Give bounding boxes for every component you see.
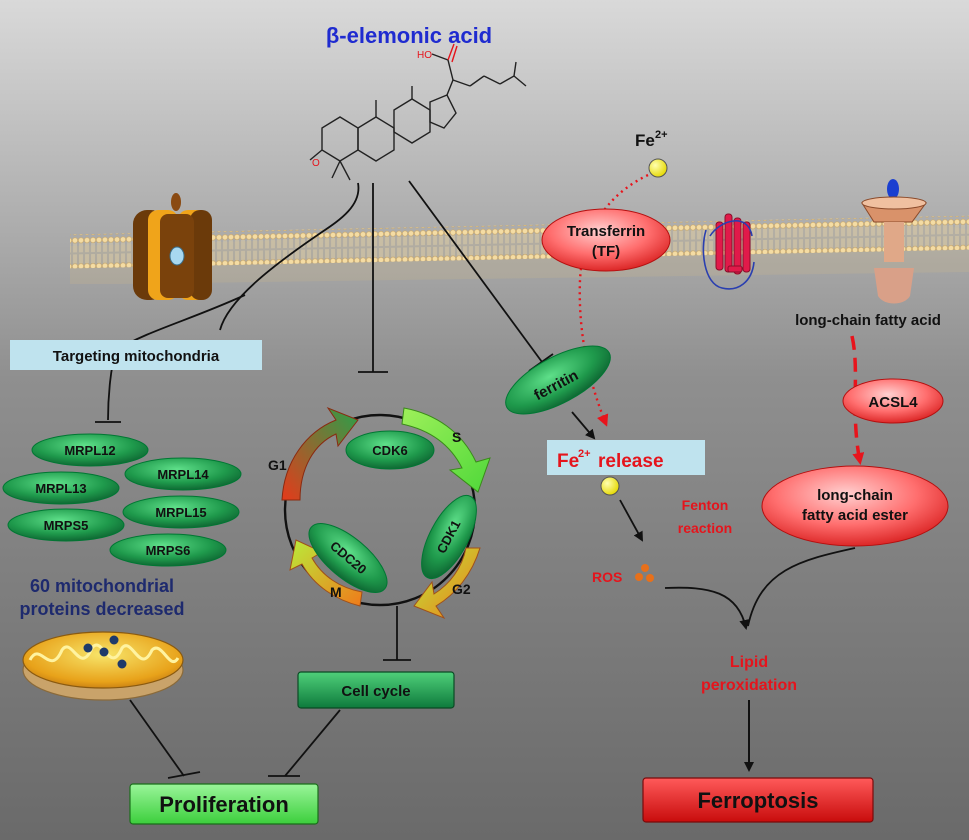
ferritin-to-release-arrow (571, 411, 596, 440)
mitochondrial-channel-icon (133, 193, 212, 300)
proliferation-inhibition (129, 699, 341, 779)
cdk1-oval (421, 494, 477, 580)
fenton-label: Fenton (682, 497, 729, 513)
compound-title: β-elemonic acid (326, 23, 492, 48)
phase-g1: G1 (268, 457, 287, 473)
acsl4-label: ACSL4 (868, 394, 918, 411)
lcfa-label: long-chain fatty acid (795, 312, 941, 329)
mrp-oval-2 (2, 471, 120, 505)
fenton-reaction-label: reaction (678, 520, 732, 536)
line-to-targeting (219, 182, 360, 331)
fe-release-symbol: Fe (557, 451, 579, 472)
lcfa-ester-label: long-chain (817, 487, 893, 504)
transferrin-oval (541, 208, 671, 272)
carbonyl-oxygen-label: O (312, 158, 320, 169)
fe-to-ros-arrow (619, 499, 643, 542)
cdk6-oval (345, 430, 435, 470)
ferroptosis-label: Ferroptosis (697, 788, 818, 813)
s-arrow (401, 407, 491, 493)
cell-cycle-box (297, 671, 455, 709)
fe-top-charge: 2+ (655, 129, 668, 141)
fe-top-symbol: Fe (635, 131, 655, 150)
fe-release-charge: 2+ (578, 448, 591, 460)
ferroptosis-box (642, 777, 874, 823)
mrp-label-2: MRPL13 (35, 481, 86, 496)
cell-cycle-label: Cell cycle (341, 683, 410, 700)
fe-release-text: release (598, 451, 664, 472)
transferrin-abbrev: (TF) (592, 243, 620, 260)
mrp-label-3: MRPL14 (157, 467, 209, 482)
mrp-group: MRPL12 MRPL13 MRPL14 MRPS5 MRPL15 MRPS6 (2, 433, 242, 567)
lcfa-ester-label-line2: fatty acid ester (802, 507, 908, 524)
ferritin-oval (505, 345, 611, 415)
ros-label: ROS (592, 569, 622, 585)
line-to-ferritin (408, 180, 543, 363)
membrane-receptor-icon (702, 213, 755, 290)
m-arrow (289, 539, 363, 607)
transferrin-label: Transferrin (567, 223, 645, 240)
g1-arrow (281, 406, 359, 501)
ros-icon (635, 564, 654, 582)
proliferation-label: Proliferation (159, 792, 289, 817)
acsl4-oval (842, 378, 944, 424)
fe-release-ion-icon (600, 476, 620, 496)
phase-s: S (452, 429, 461, 445)
cdc20-oval (308, 523, 388, 593)
lipid-label: Lipid (730, 654, 768, 671)
g2-arrow (413, 547, 481, 620)
cell-cycle-phase-arrows (281, 406, 491, 620)
mrp-label-5: MRPL15 (155, 505, 206, 520)
cdk6-label: CDK6 (372, 443, 407, 458)
mrp-oval-3 (124, 457, 242, 491)
targeting-label: Targeting mitochondria (53, 348, 220, 365)
mrp-label-4: MRPS5 (44, 518, 89, 533)
lipid-convergence (664, 547, 856, 630)
fe-ion-icon (648, 158, 668, 178)
phase-g2: G2 (452, 581, 471, 597)
mito-proteins-label: 60 mitochondrial (30, 576, 174, 596)
mrp-oval-4 (7, 508, 125, 542)
phase-m: M (330, 584, 342, 600)
fe-release-box (547, 440, 705, 475)
peroxidation-label: peroxidation (701, 677, 797, 694)
mrp-label-1: MRPL12 (64, 443, 115, 458)
lcfa-ester-oval (761, 465, 949, 547)
beta-elemonic-acid-structure (309, 43, 527, 181)
mitochondrion-icon (22, 631, 184, 701)
mito-proteins-label-line2: proteins decreased (19, 599, 184, 619)
mrp-oval-6 (109, 533, 227, 567)
proliferation-box (129, 783, 319, 825)
mrp-oval-5 (122, 495, 240, 529)
hydroxyl-label: HO (417, 50, 432, 61)
mrp-oval-1 (31, 433, 149, 467)
mrp-label-6: MRPS6 (146, 543, 191, 558)
targeting-box (10, 340, 262, 370)
fatty-acid-transporter-icon (861, 179, 927, 304)
